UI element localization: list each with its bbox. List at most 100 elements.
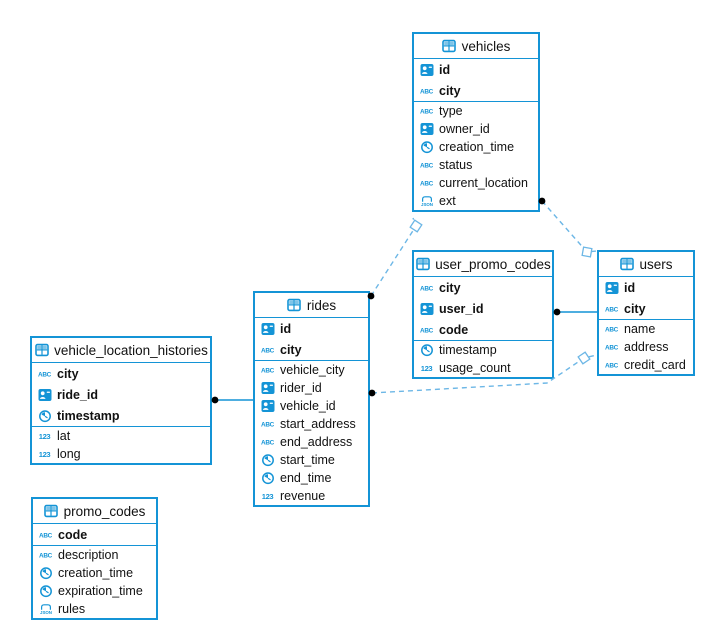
table-header[interactable]: users (599, 252, 693, 277)
table-header[interactable]: vehicle_location_histories (32, 338, 210, 363)
number-icon: 123 (260, 489, 275, 503)
column-name-label: type (439, 104, 463, 118)
column-name-label: id (280, 321, 292, 336)
svg-text:JSON: JSON (40, 610, 52, 615)
column-name-label: city (439, 280, 461, 295)
column-name-label: ext (439, 194, 456, 208)
column-name-label: code (439, 322, 469, 337)
svg-text:ABC: ABC (39, 532, 53, 539)
column-name-label: rider_id (280, 381, 322, 395)
text-icon: ABC (604, 322, 619, 336)
column-row-vehicle_city: ABC vehicle_city (255, 361, 368, 379)
column-row-creation_time: creation_time (414, 138, 538, 156)
column-name-label: city (280, 342, 302, 357)
svg-text:ABC: ABC (38, 371, 52, 378)
uuid-icon (419, 122, 434, 136)
table-icon (619, 257, 634, 271)
svg-text:ABC: ABC (261, 368, 275, 375)
column-row-owner_id: owner_id (414, 120, 538, 138)
column-name-label: city (439, 83, 461, 98)
column-row-city: ABC city (32, 363, 210, 384)
relation-rides-to-vehicles[interactable] (370, 217, 417, 297)
svg-text:ABC: ABC (605, 327, 619, 334)
column-name-label: long (57, 447, 81, 461)
svg-text:123: 123 (39, 450, 51, 459)
column-name-label: expiration_time (58, 584, 143, 598)
time-icon (419, 140, 434, 154)
column-row-id: id (599, 277, 693, 298)
text-icon: ABC (38, 548, 53, 562)
text-icon: ABC (260, 435, 275, 449)
time-icon (37, 409, 52, 423)
column-row-end_time: end_time (255, 469, 368, 487)
table-header[interactable]: user_promo_codes (414, 252, 552, 277)
table-icon (442, 39, 457, 53)
uuid-icon (419, 63, 434, 77)
svg-text:ABC: ABC (261, 440, 275, 447)
relation-vehicles-to-users[interactable] (541, 200, 598, 253)
table-name-label: users (639, 256, 673, 272)
svg-text:ABC: ABC (420, 327, 434, 334)
relation-ref-diamond (577, 351, 591, 365)
table-icon (415, 257, 430, 271)
table-name-label: promo_codes (63, 503, 146, 519)
column-row-type: ABC type (414, 102, 538, 120)
text-icon: ABC (37, 367, 52, 381)
svg-text:ABC: ABC (420, 285, 434, 292)
text-icon: ABC (260, 343, 275, 357)
svg-text:ABC: ABC (39, 553, 53, 560)
table-name-label: vehicle_location_histories (54, 342, 208, 358)
column-name-label: credit_card (624, 358, 686, 372)
svg-text:ABC: ABC (605, 363, 619, 370)
column-name-label: vehicle_city (280, 363, 345, 377)
uuid-icon (604, 281, 619, 295)
relation-ref-diamond (581, 246, 593, 258)
svg-text:ABC: ABC (420, 88, 434, 95)
column-row-vehicle_id: vehicle_id (255, 397, 368, 415)
table-header[interactable]: rides (255, 293, 368, 318)
table-header[interactable]: vehicles (414, 34, 538, 59)
column-row-ride_id: ride_id (32, 384, 210, 405)
column-name-label: city (624, 301, 646, 316)
column-name-label: city (57, 366, 79, 381)
svg-text:ABC: ABC (420, 109, 434, 116)
column-row-credit_card: ABC credit_card (599, 356, 693, 374)
svg-text:ABC: ABC (261, 422, 275, 429)
column-name-label: timestamp (439, 343, 497, 357)
column-row-city: ABC city (414, 80, 538, 101)
relation-ref-diamond (409, 219, 423, 233)
table-header[interactable]: promo_codes (33, 499, 156, 524)
table-icon (44, 504, 59, 518)
column-row-timestamp: timestamp (32, 405, 210, 426)
text-icon: ABC (419, 104, 434, 118)
number-icon: 123 (419, 361, 434, 375)
time-icon (38, 566, 53, 580)
text-icon: ABC (419, 176, 434, 190)
column-row-expiration_time: expiration_time (33, 582, 156, 600)
uuid-icon (419, 302, 434, 316)
text-icon: ABC (419, 158, 434, 172)
text-icon: ABC (419, 281, 434, 295)
